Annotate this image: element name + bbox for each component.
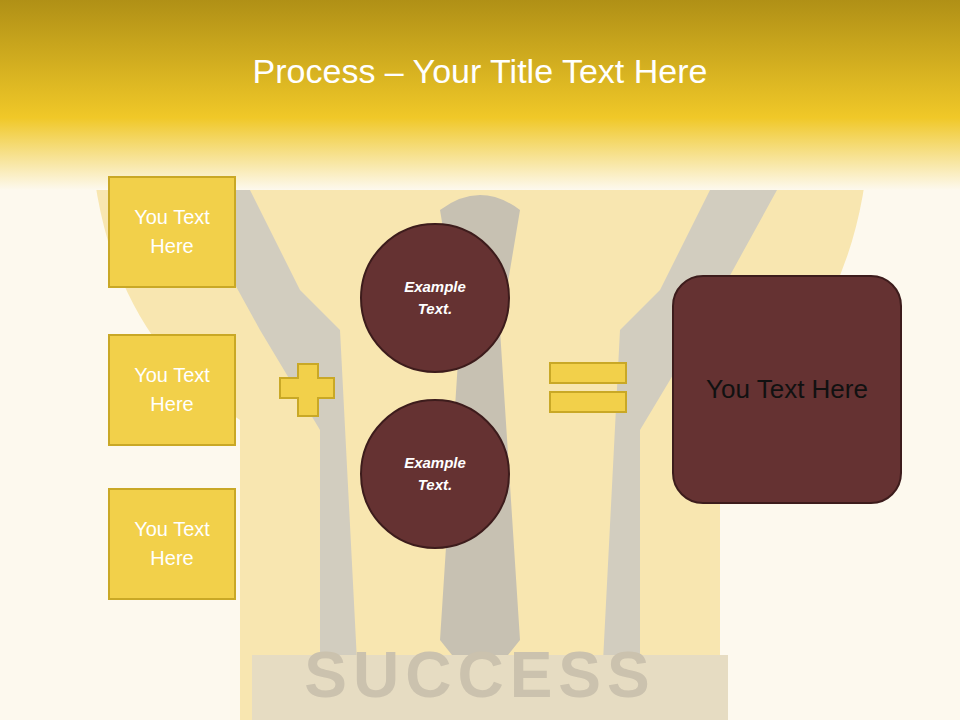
input-box-shape xyxy=(109,335,235,445)
result-box-shape xyxy=(673,276,901,503)
equals-bar xyxy=(550,363,626,383)
example-circle: Example Text. xyxy=(360,399,510,549)
equals-bar xyxy=(550,392,626,412)
node-text: You Text Here xyxy=(120,361,224,419)
input-box-outline xyxy=(108,488,236,600)
result-box: You Text Here xyxy=(672,275,902,504)
input-box: You Text Here xyxy=(108,334,236,446)
plus-symbol xyxy=(280,364,334,416)
example-circle: Example Text. xyxy=(360,223,510,373)
input-box: You Text Here xyxy=(108,176,236,288)
node-text: You Text Here xyxy=(120,515,224,573)
input-box-shape xyxy=(109,177,235,287)
example-circle-shape xyxy=(361,400,509,548)
input-box-outline xyxy=(108,176,236,288)
example-circle-outline xyxy=(360,399,510,549)
input-box-shape xyxy=(109,489,235,599)
input-box: You Text Here xyxy=(108,488,236,600)
slide-title: Process – Your Title Text Here xyxy=(0,52,960,91)
node-text: Example Text. xyxy=(388,276,482,320)
header-band xyxy=(0,0,960,190)
node-text: Example Text. xyxy=(388,452,482,496)
watermark-text: SUCCESS xyxy=(0,638,960,712)
node-text: You Text Here xyxy=(706,371,868,409)
example-circle-shape xyxy=(361,224,509,372)
input-box-outline xyxy=(108,334,236,446)
example-circle-outline xyxy=(360,223,510,373)
node-text: You Text Here xyxy=(120,203,224,261)
